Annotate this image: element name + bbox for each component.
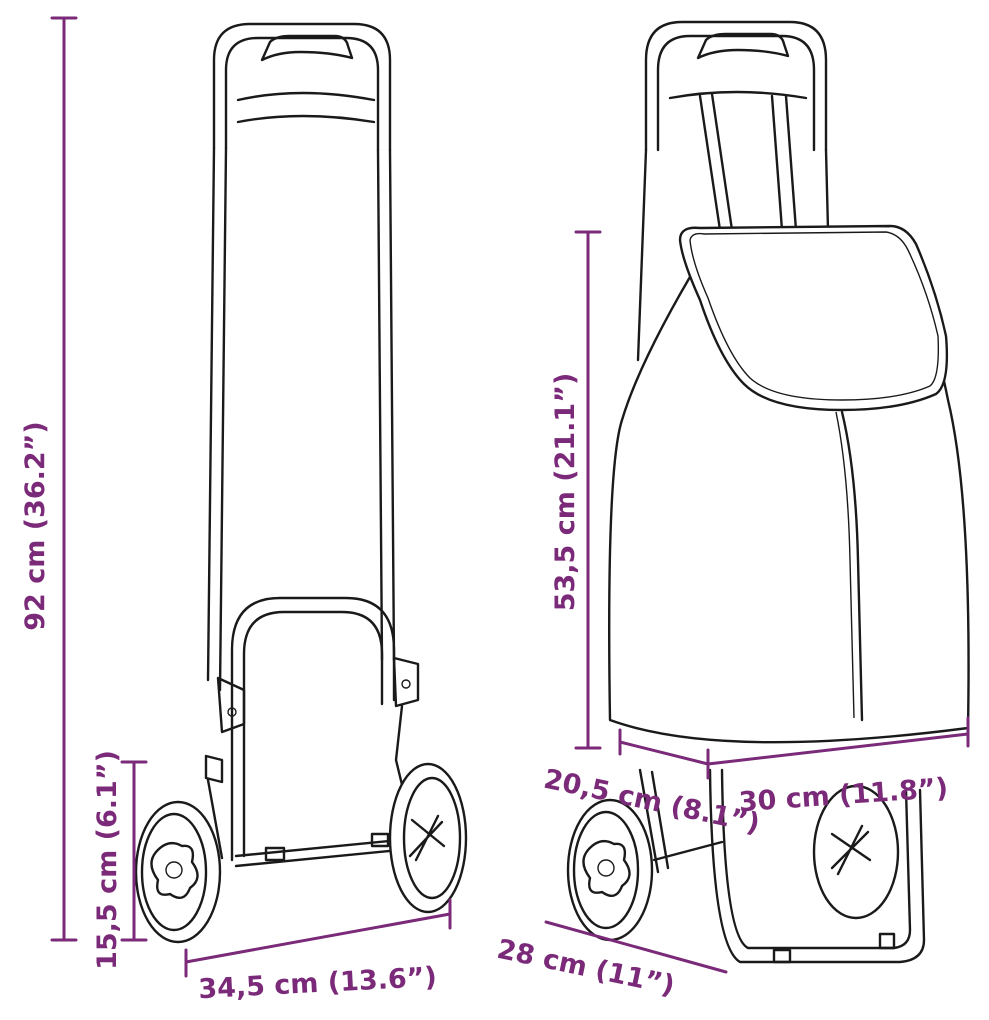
base-depth-label: 28 cm (11”) bbox=[494, 934, 677, 1002]
trolley-with-bag-drawing bbox=[566, 20, 970, 964]
wheel-height-label: 15,5 cm (6.1”) bbox=[92, 750, 123, 970]
total-height-label: 92 cm (36.2”) bbox=[20, 421, 51, 631]
dimension-lines bbox=[50, 16, 970, 978]
bag-height-label: 53,5 cm (21.1”) bbox=[550, 373, 581, 612]
frame-width-label: 34,5 cm (13.6”) bbox=[198, 962, 438, 1005]
trolley-frame-drawing bbox=[134, 22, 468, 944]
